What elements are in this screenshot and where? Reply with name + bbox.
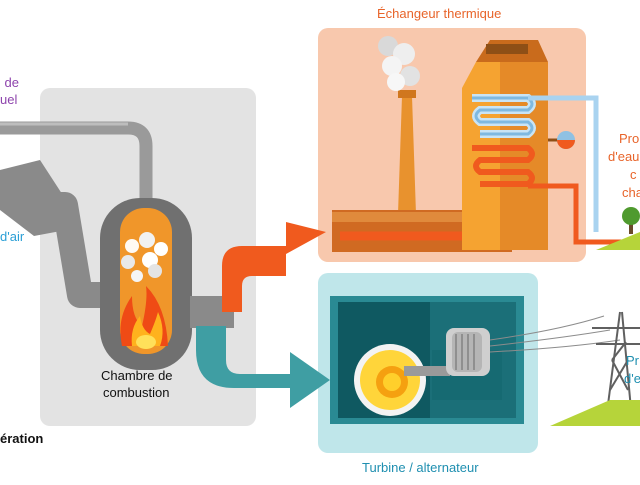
heat-output-label-line2: d'eau	[608, 149, 640, 164]
heat-output-label-line4: cha	[622, 185, 640, 200]
fuel-label-line2: uel	[0, 92, 18, 107]
air-intake-duct	[0, 160, 115, 308]
air-label: d'air	[0, 229, 25, 244]
power-output-label-line2: d'e	[624, 371, 640, 386]
fuel-label-line1: l de	[0, 75, 19, 90]
turbine-label: Turbine / alternateur	[362, 460, 479, 475]
exchanger-tower	[462, 40, 548, 250]
heat-destination-tree	[596, 207, 640, 250]
power-destination-grass	[550, 400, 640, 426]
heat-output-label-line1: Pro	[619, 131, 640, 146]
power-lines	[489, 315, 621, 353]
power-output-label-line1: Pr	[626, 353, 639, 368]
combustion-label-line1: Chambre de	[101, 368, 173, 383]
heat-exchanger-label: Échangeur thermique	[377, 6, 502, 21]
chimney	[378, 36, 420, 214]
heat-output-pipes	[528, 95, 640, 245]
heat-output-label-line3: c	[630, 167, 637, 182]
fuel-pipe	[0, 121, 153, 205]
combustion-label-line2: combustion	[103, 385, 170, 400]
turbine-flow-arrow	[196, 326, 330, 408]
combustion-chamber	[100, 198, 192, 370]
hot-flow-arrow	[222, 222, 326, 312]
turbine-unit	[330, 296, 524, 424]
section-title: ération	[0, 431, 44, 446]
